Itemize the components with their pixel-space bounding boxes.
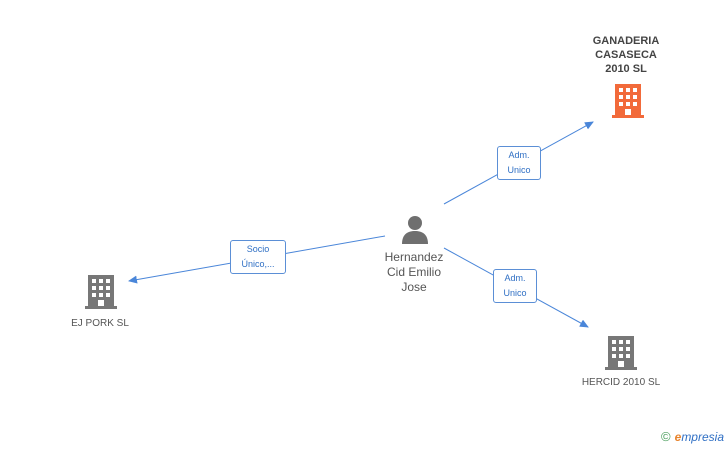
edge-label-adm-unico-hercid[interactable]: Adm. Unico [493,269,537,303]
ganaderia-line-1: GANADERIA [592,35,660,47]
hercid-company-name[interactable]: HERCID 2010 SL [581,377,661,388]
edge-label-line-2: Único,... [241,259,275,269]
brand-rest: mpresia [681,430,724,444]
edge-label-line-1: Socio [246,244,270,254]
edge-label-socio-unico-ejpork[interactable]: Socio Único,... [230,240,286,274]
empresia-watermark: ©empresia [661,429,724,444]
center-person-name[interactable]: Hernandez Cid Emilio Jose [365,250,463,295]
building-icon[interactable] [605,336,637,370]
edge-label-line-1: Adm. [508,150,530,160]
building-icon[interactable] [85,275,117,309]
ejpork-company-name[interactable]: EJ PORK SL [71,318,129,329]
center-name-line-2: Cid Emilio [386,265,441,279]
ganaderia-line-3: 2010 SL [605,63,647,75]
edge-label-line-2: Unico [503,288,527,298]
ganaderia-company-name[interactable]: GANADERIA CASASECA 2010 SL [576,34,676,76]
edge-label-line-1: Adm. [504,273,526,283]
brand-initial: e [674,430,682,444]
person-icon[interactable] [400,214,430,244]
center-name-line-3: Jose [401,280,427,294]
ganaderia-line-2: CASASECA [595,49,657,61]
copyright-symbol: © [661,429,671,444]
building-icon[interactable] [612,84,644,118]
edge-label-line-2: Unico [507,165,531,175]
edge-label-adm-unico-ganaderia[interactable]: Adm. Unico [497,146,541,180]
center-name-line-1: Hernandez [384,250,444,264]
